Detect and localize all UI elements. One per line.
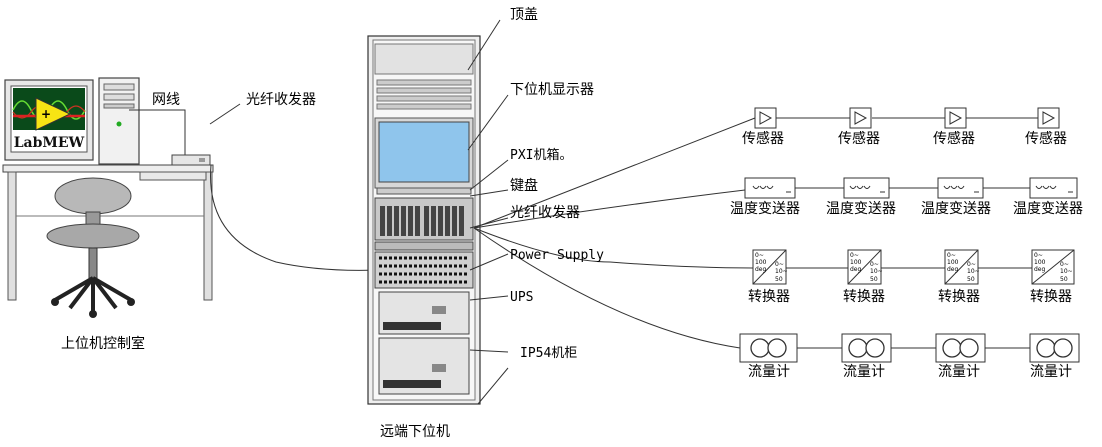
svg-text:10~: 10~ [775, 268, 788, 275]
svg-text:50: 50 [775, 276, 783, 283]
sensor-label: 传感器 [933, 131, 975, 147]
sensor-amplifier-icon [1037, 107, 1060, 129]
power-supply-vents [379, 256, 469, 284]
temp-transmitter-label: 温度变送器 [826, 201, 896, 217]
svg-text:100: 100 [850, 259, 862, 266]
svg-text:50: 50 [967, 276, 975, 283]
temp-transmitter-label: 温度变送器 [1013, 201, 1083, 217]
flowmeter-icon [1029, 333, 1080, 363]
device-row-links [776, 117, 1038, 349]
callout-pxi: PXI机箱。 [510, 148, 573, 163]
host-fiber-transceiver-icon [171, 154, 211, 166]
office-chair-icon [46, 177, 140, 318]
callout-top-cover: 顶盖 [510, 7, 538, 23]
temp-transmitter-row [744, 177, 1078, 199]
svg-text:50: 50 [870, 276, 878, 283]
svg-text:0~: 0~ [947, 252, 956, 259]
sensor-amplifier-icon [754, 107, 777, 129]
svg-text:100: 100 [755, 259, 767, 266]
host-fiber-transceiver-label: 光纤收发器 [246, 92, 316, 108]
svg-text:0~: 0~ [1060, 261, 1069, 268]
svg-text:0~: 0~ [967, 261, 976, 268]
flowmeter-label: 流量计 [748, 364, 790, 380]
svg-text:0~: 0~ [755, 252, 764, 259]
cabinet-caption: 远端下位机 [380, 424, 450, 440]
pxi-slots [380, 206, 464, 236]
svg-text:0~: 0~ [870, 261, 879, 268]
rack-top-cover [374, 43, 474, 75]
svg-text:+: + [41, 107, 51, 121]
rack-cabinet [367, 35, 481, 405]
fiber-link-line [210, 164, 379, 271]
callout-display: 下位机显示器 [510, 82, 594, 98]
svg-text:deg: deg [850, 266, 862, 273]
temperature-transmitter-icon [744, 177, 796, 199]
converter-label: 转换器 [748, 289, 790, 305]
network-cable-line [129, 109, 186, 157]
svg-text:deg: deg [755, 266, 767, 273]
temp-transmitter-label: 温度变送器 [921, 201, 991, 217]
callout-ups: UPS [510, 290, 534, 305]
rack-display-screen [378, 121, 470, 183]
callout-fiber: 光纤收发器 [510, 205, 580, 221]
callout-keyboard: 键盘 [510, 178, 538, 194]
monitor-icon: + LabMEW [4, 79, 94, 161]
svg-text:10~: 10~ [1060, 268, 1073, 275]
rack-keyboard-tray [376, 187, 472, 195]
host-workstation: + LabMEW [2, 77, 379, 318]
flowmeter-label: 流量计 [938, 364, 980, 380]
svg-text:100: 100 [947, 259, 959, 266]
flowmeter-icon [935, 333, 986, 363]
field-bus-lines [473, 117, 756, 349]
svg-text:deg: deg [947, 266, 959, 273]
computer-tower-icon [98, 77, 140, 165]
sensor-amplifier-icon [944, 107, 967, 129]
callout-power-supply: Power Supply [510, 248, 604, 263]
temperature-transmitter-icon [843, 177, 890, 199]
flowmeter-icon [739, 333, 798, 363]
converter-label: 转换器 [1030, 289, 1072, 305]
network-cable-label: 网线 [152, 92, 180, 108]
converter-label: 转换器 [938, 289, 980, 305]
svg-text:10~: 10~ [870, 268, 883, 275]
desk-icon [2, 164, 214, 301]
temperature-transmitter-icon [1029, 177, 1078, 199]
callout-cabinet: IP54机柜 [520, 346, 578, 361]
svg-text:10~: 10~ [967, 268, 980, 275]
host-room-label: 上位机控制室 [61, 336, 145, 352]
flowmeter-label: 流量计 [843, 364, 885, 380]
sensor-label: 传感器 [742, 131, 784, 147]
temp-transmitter-label: 温度变送器 [730, 201, 800, 217]
svg-text:100: 100 [1034, 259, 1046, 266]
sensor-label: 传感器 [1025, 131, 1067, 147]
svg-text:0~: 0~ [850, 252, 859, 259]
callout-leaders [467, 19, 509, 405]
sensor-label: 传感器 [838, 131, 880, 147]
fiber-label-leader [209, 103, 241, 125]
flowmeter-row [739, 333, 1080, 363]
flowmeter-label: 流量计 [1030, 364, 1072, 380]
sensor-row [754, 107, 1060, 129]
flowmeter-icon [841, 333, 892, 363]
svg-text:deg: deg [1034, 266, 1046, 273]
svg-text:0~: 0~ [1034, 252, 1043, 259]
converter-label: 转换器 [843, 289, 885, 305]
svg-text:50: 50 [1060, 276, 1068, 283]
labview-logo: LabMEW [14, 135, 85, 151]
temperature-transmitter-icon [937, 177, 984, 199]
sensor-amplifier-icon [849, 107, 872, 129]
rack-fiber-module [374, 241, 474, 251]
svg-text:0~: 0~ [775, 261, 784, 268]
